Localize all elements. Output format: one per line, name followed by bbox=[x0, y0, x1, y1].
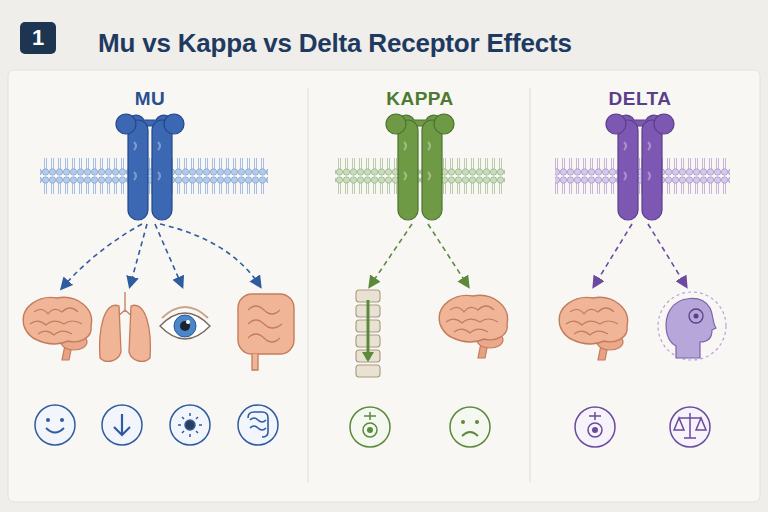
main-panel bbox=[8, 70, 760, 502]
head-illustration bbox=[658, 292, 726, 360]
brain-illustration bbox=[439, 295, 507, 358]
column-heading: MU bbox=[135, 88, 166, 110]
column-divider bbox=[308, 88, 309, 482]
kappa-receptor bbox=[386, 114, 454, 220]
brain-illustration bbox=[559, 297, 627, 360]
euphoria-icon bbox=[35, 405, 75, 445]
spinal-analgesia-icon bbox=[350, 407, 390, 447]
eye-illustration bbox=[160, 307, 210, 339]
column-divider bbox=[530, 88, 531, 482]
cell-membrane bbox=[335, 150, 505, 194]
intestine-illustration bbox=[238, 294, 294, 370]
analgesia-icon bbox=[575, 407, 615, 447]
lungs-illustration bbox=[100, 292, 151, 361]
brain-illustration bbox=[23, 297, 91, 360]
mood-balance-icon bbox=[670, 407, 710, 447]
delta-receptor bbox=[606, 114, 674, 220]
miosis-icon bbox=[170, 405, 210, 445]
spine-illustration bbox=[356, 290, 380, 377]
diagram-title: Mu vs Kappa vs Delta Receptor Effects bbox=[98, 28, 572, 59]
number-badge: 1 bbox=[20, 22, 56, 54]
column-heading: KAPPA bbox=[386, 88, 454, 110]
respiratory-depression-icon bbox=[102, 405, 142, 445]
column-heading: DELTA bbox=[608, 88, 671, 110]
effect-arrows bbox=[62, 224, 686, 288]
badge-number: 1 bbox=[32, 25, 44, 51]
mu-receptor bbox=[116, 114, 184, 220]
constipation-icon bbox=[238, 405, 278, 445]
dysphoria-icon bbox=[450, 407, 490, 447]
